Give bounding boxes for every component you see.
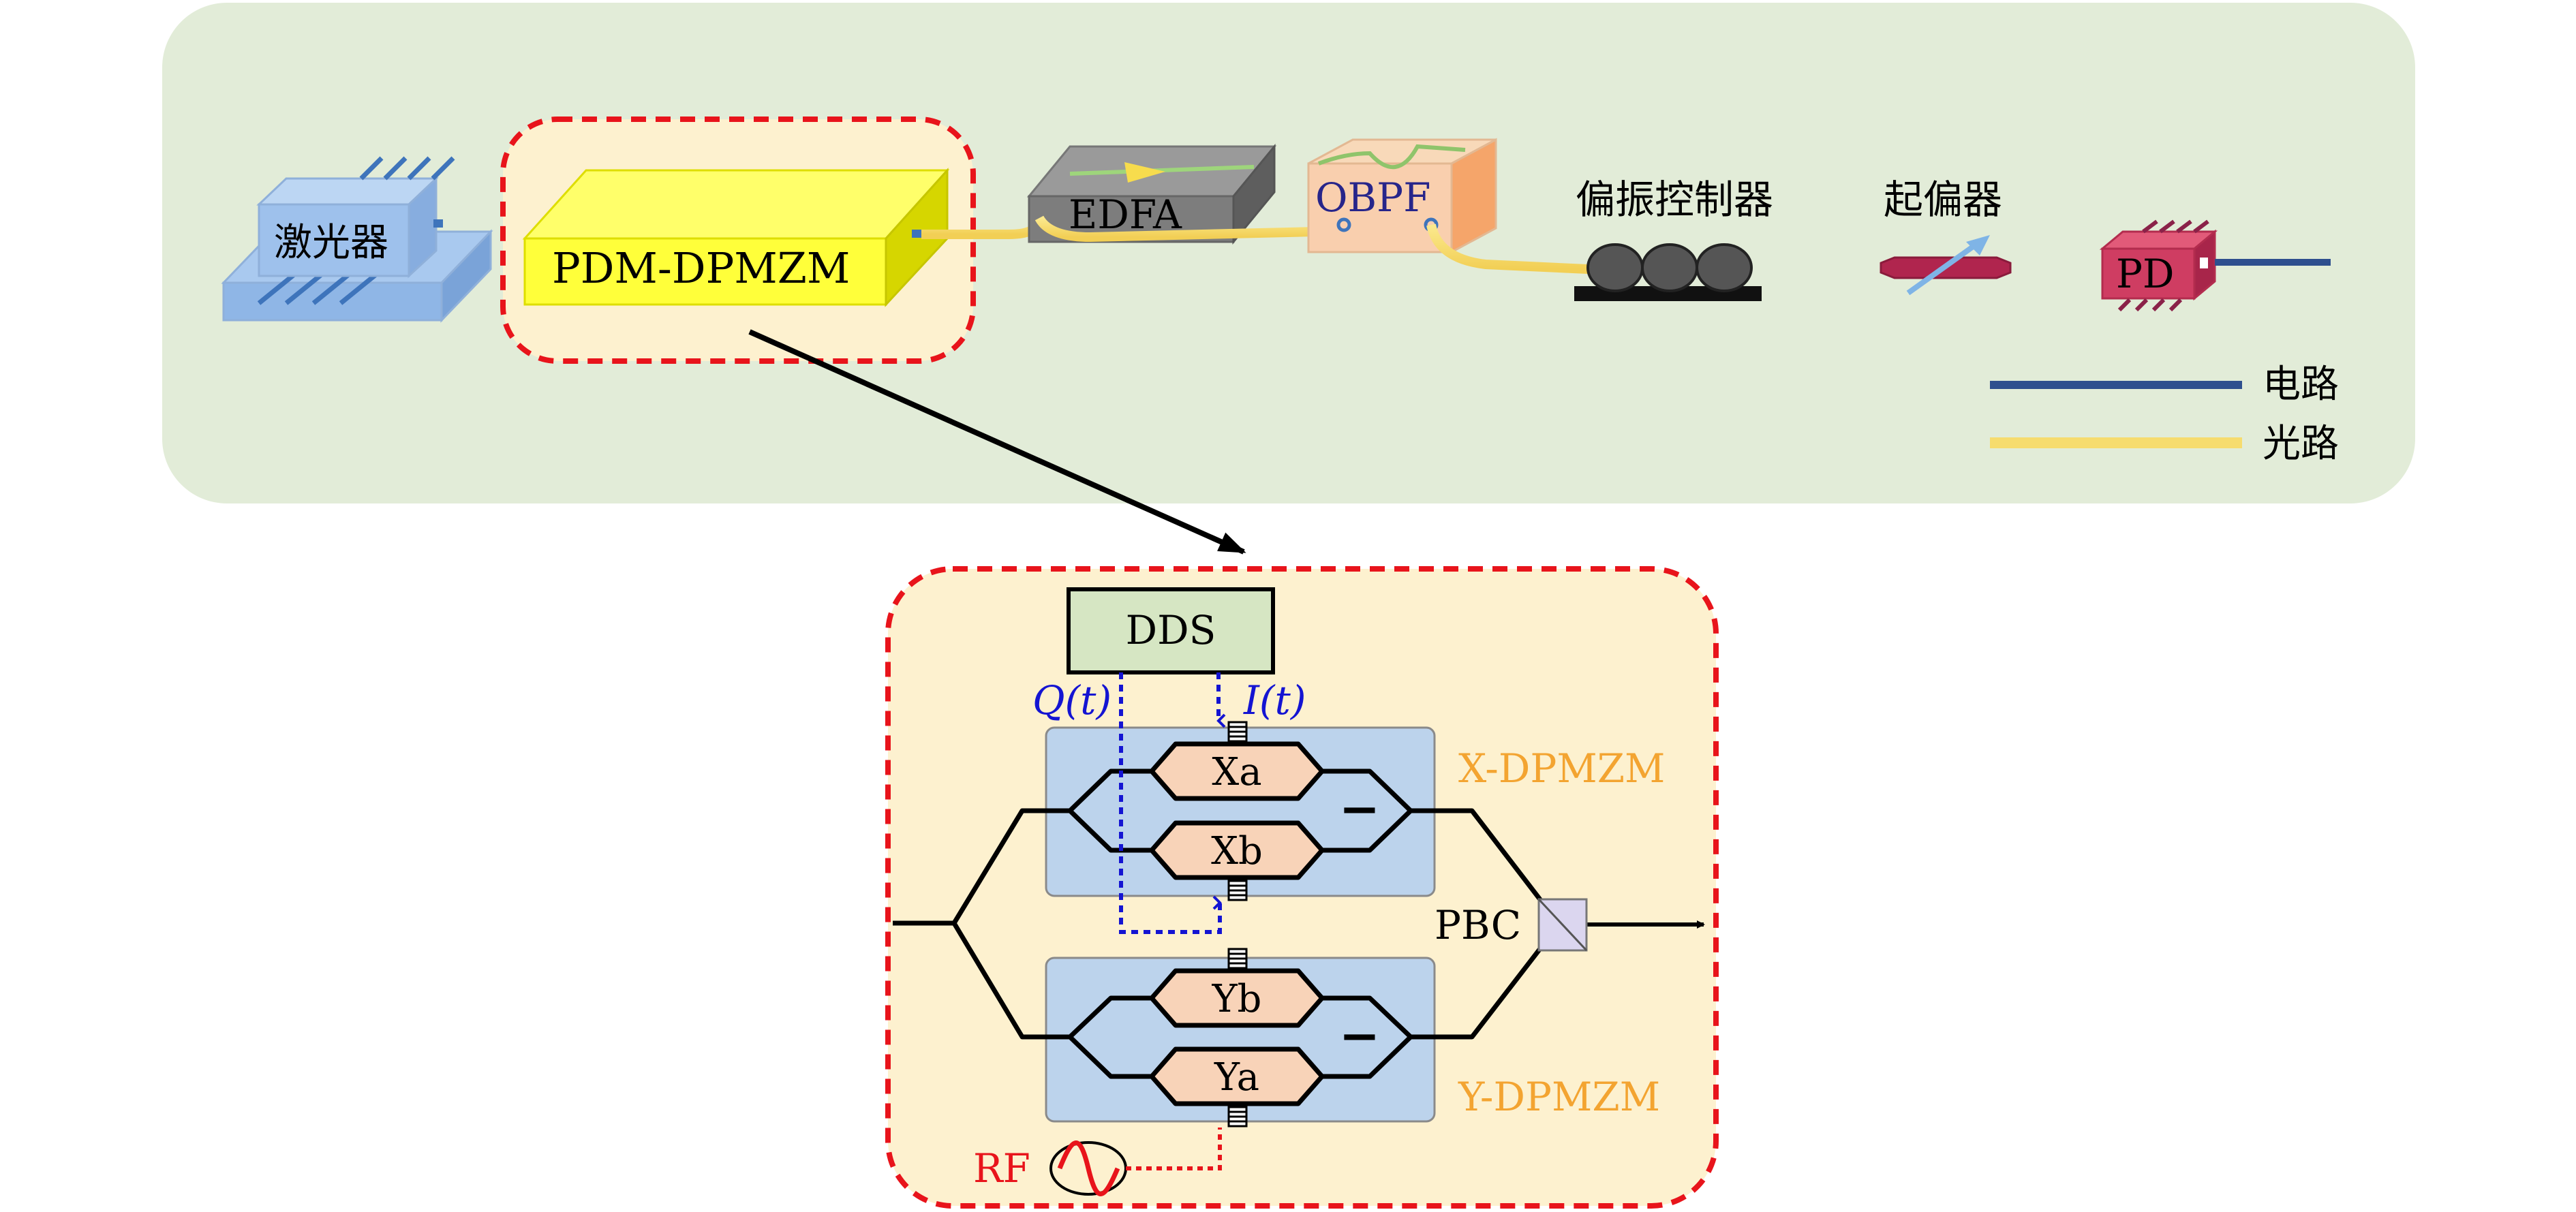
polarization-controller-device: [1574, 243, 1762, 301]
laser-device: [221, 156, 493, 323]
rf-signal-line: [1126, 1128, 1222, 1170]
legend: 电路 光路: [1990, 362, 2339, 466]
obpf-label: OBPF: [1315, 174, 1430, 221]
modulator-label: PDM-DPMZM: [552, 243, 850, 293]
yb-arm: [1149, 968, 1325, 1028]
rf-label: RF: [973, 1145, 1030, 1192]
xb-label: Xb: [1211, 829, 1263, 873]
xa-electrode: [1227, 721, 1248, 743]
pd-device: [2099, 219, 2218, 312]
q-signal-label: Q(t): [1032, 677, 1111, 724]
xb-electrode: [1227, 880, 1248, 901]
i-signal-label: I(t): [1243, 677, 1306, 724]
q-signal-line: [1119, 672, 1222, 934]
yb-label: Yb: [1212, 977, 1262, 1021]
dds-label: DDS: [1126, 607, 1216, 653]
zoom-arrow: [748, 329, 1246, 555]
legend-electrical-label: 电路: [2263, 362, 2339, 407]
polarization-controller-label: 偏振控制器: [1576, 176, 1773, 223]
pd-label: PD: [2116, 251, 2175, 297]
polarizer-label: 起偏器: [1884, 176, 2002, 223]
system-panel: [162, 3, 2415, 503]
y-minus-sign: −: [1339, 1006, 1380, 1064]
ya-arm: [1149, 1046, 1325, 1106]
polarizer-device: [1880, 235, 2012, 296]
y-dpmzm-label: Y-DPMZM: [1458, 1074, 1660, 1120]
arm-hexagons: [1149, 741, 1325, 1106]
dds-box: [1067, 587, 1275, 674]
ya-label: Ya: [1214, 1055, 1259, 1100]
yb-electrode: [1227, 948, 1248, 969]
laser-label: 激光器: [274, 221, 388, 265]
obpf-device: [1307, 138, 1497, 254]
electrodes: [1227, 721, 1248, 1128]
edfa-label: EDFA: [1069, 191, 1182, 238]
legend-optical-label: 光路: [2263, 422, 2339, 466]
x-dpmzm-label: X-DPMZM: [1458, 745, 1665, 792]
modulator-device: [522, 168, 950, 307]
pbc-label: PBC: [1435, 902, 1521, 948]
pbc-cube: [1537, 898, 1588, 952]
x-minus-sign: −: [1339, 779, 1380, 837]
ya-electrode: [1227, 1106, 1248, 1128]
xa-label: Xa: [1212, 750, 1261, 794]
xb-arm: [1149, 820, 1325, 880]
fiber-obpf-pc: [1426, 223, 1589, 274]
xa-arm: [1149, 741, 1325, 801]
